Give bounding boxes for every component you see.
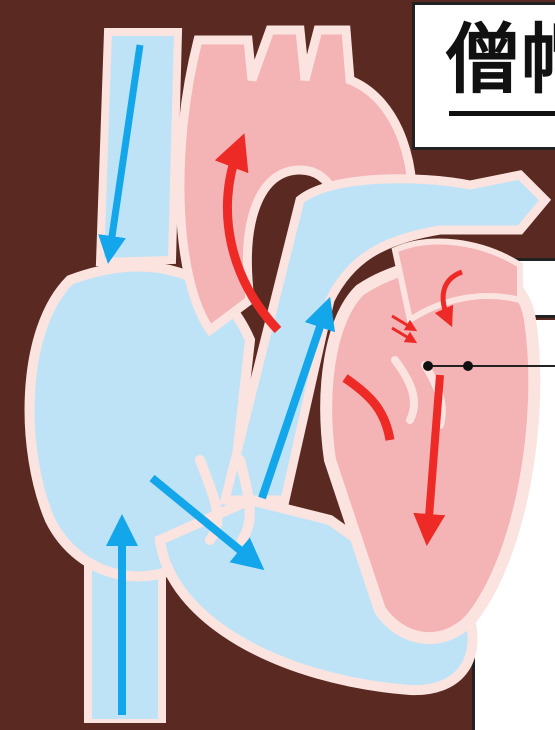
pointer-dot-2 [463, 361, 473, 371]
pointer-dot-1 [423, 361, 433, 371]
